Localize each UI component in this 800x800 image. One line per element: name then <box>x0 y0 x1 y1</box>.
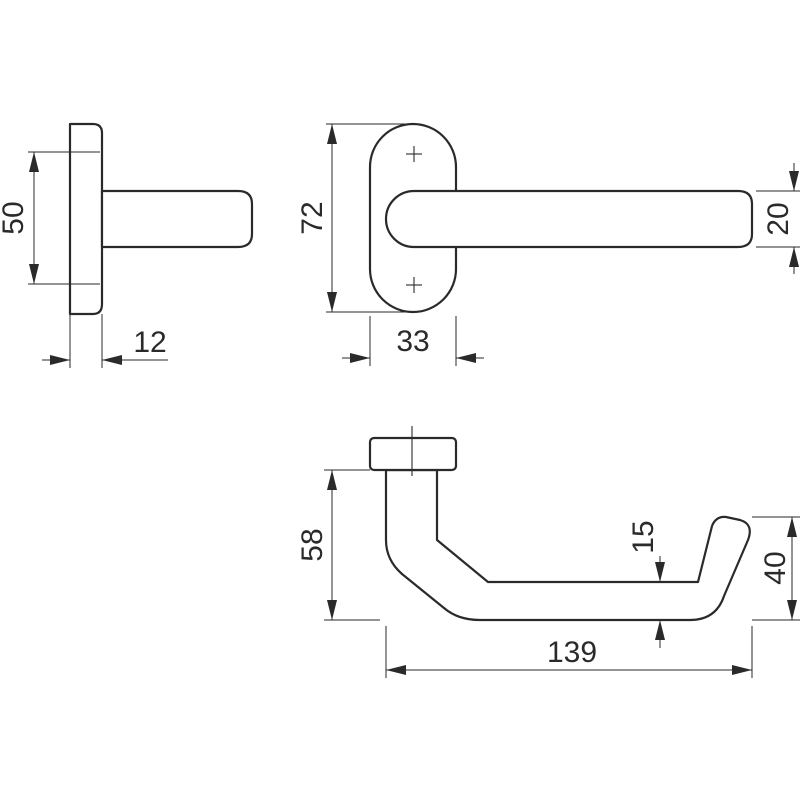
side-lever-arm <box>100 189 254 249</box>
top-view: 58 139 15 40 <box>296 426 800 678</box>
front-width-label: 33 <box>396 325 429 358</box>
side-view: 50 12 <box>0 122 254 368</box>
grip-thickness-label: 15 <box>627 520 660 553</box>
side-rose-outline <box>68 122 104 316</box>
screw-mark-top <box>406 146 422 162</box>
top-length-label: 139 <box>547 636 597 669</box>
front-lever-outline <box>384 189 754 249</box>
front-view: 72 33 20 <box>296 122 800 366</box>
top-rose-outline <box>368 436 458 472</box>
top-lever-outline <box>384 468 751 622</box>
side-height-label: 50 <box>0 201 30 234</box>
screw-mark-bottom <box>406 277 422 293</box>
tip-height-label: 40 <box>759 551 792 584</box>
top-height-label: 58 <box>296 528 329 561</box>
front-height-label: 72 <box>296 201 329 234</box>
side-depth-label: 12 <box>133 326 166 359</box>
lever-diameter-label: 20 <box>762 202 795 235</box>
